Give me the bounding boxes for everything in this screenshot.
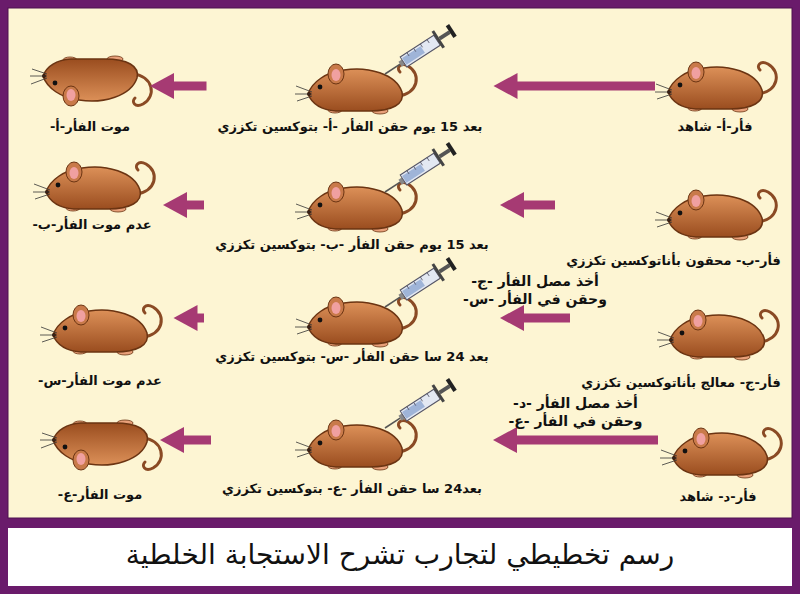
arrow-shaft — [180, 436, 211, 445]
mouse-stage: بعد 15 يوم حقن الفأر -ب- بتوكسين تكززي — [208, 168, 496, 256]
mouse-stage: عدم موت الفأر-ب- — [25, 148, 159, 236]
mouse-stage: بعد 24 سا حقن الفأر -س- بتوكسين تكززي — [208, 283, 496, 368]
connector-arrow — [500, 192, 555, 218]
mice — [30, 56, 781, 478]
mouse-stage: بعد24 سا حقن الفأر -ع- بتوكسين تكززي — [215, 406, 489, 500]
arrow-shaft — [520, 314, 570, 323]
connector-arrow — [150, 73, 207, 99]
stage-label: فأر-أ- شاهد — [678, 118, 753, 136]
arrow-shaft — [520, 201, 555, 210]
mouse-stage: موت الفأر-ع- — [44, 414, 156, 506]
arrow-shaft — [513, 436, 658, 445]
mouse-stage: فأر-ج- معالج بأناتوكسين تكززي — [574, 296, 788, 394]
connector-arrow — [494, 73, 656, 99]
connector-arrow — [174, 305, 205, 331]
arrow-shaft — [170, 82, 207, 91]
arrow-shaft — [514, 82, 656, 91]
connector-arrow — [493, 427, 658, 453]
mouse-stage: عدم موت الفأر-س- — [31, 291, 170, 392]
caption-band — [8, 528, 792, 586]
stage-label: بعد 24 سا حقن الفأر -س- بتوكسين تكززي — [215, 348, 488, 366]
arrow-head — [163, 192, 187, 218]
mouse-stage: فأر-ب- محقون بأناتوكسين تكززي — [559, 176, 788, 272]
stage-label: فأر-ب- محقون بأناتوكسين تكززي — [566, 252, 781, 270]
arrow-label: أخذ مصل الفأر -د- وحقن في الفأر -ع- — [499, 394, 653, 430]
stage-label: موت الفأر-أ- — [50, 118, 130, 136]
stage-label: عدم موت الفأر-ب- — [32, 216, 151, 234]
mouse-stage: فأر-د- شاهد — [662, 414, 774, 508]
stage-label: بعد 15 يوم حقن الفأر -ب- بتوكسين تكززي — [215, 236, 488, 254]
stage-label: فأر-د- شاهد — [679, 488, 756, 506]
syringes — [380, 21, 459, 436]
diagram-caption: رسم تخطيطي لتجارب تشرح الاستجابة الخلطية — [8, 534, 792, 576]
arrow-label: أخذ مصل الفأر -ج- وحقن في الفأر -س- — [455, 272, 616, 308]
arrow-head — [174, 305, 198, 331]
arrow-head — [500, 305, 524, 331]
connector-arrow — [163, 192, 204, 218]
stage-label: عدم موت الفأر-س- — [38, 372, 162, 390]
arrow-head — [160, 427, 184, 453]
stage-label: فأر-ج- معالج بأناتوكسين تكززي — [581, 374, 780, 392]
arrow-head — [493, 427, 517, 453]
arrow-head — [500, 192, 524, 218]
mouse-stage: فأر-أ- شاهد — [659, 50, 771, 138]
connector-arrow — [500, 305, 570, 331]
mouse-stage: موت الفأر-أ- — [34, 50, 146, 138]
stage-label: بعد 15 يوم حقن الفأر -أ- بتوكسين تكززي — [218, 118, 483, 136]
stage-label: موت الفأر-ع- — [58, 486, 143, 504]
stage-label: بعد24 سا حقن الفأر -ع- بتوكسين تكززي — [222, 480, 482, 498]
connector-arrow — [160, 427, 211, 453]
arrow-head — [494, 73, 518, 99]
arrow-head — [150, 73, 174, 99]
mouse-stage: بعد 15 يوم حقن الفأر -أ- بتوكسين تكززي — [211, 50, 490, 138]
panel-ground — [8, 8, 792, 518]
